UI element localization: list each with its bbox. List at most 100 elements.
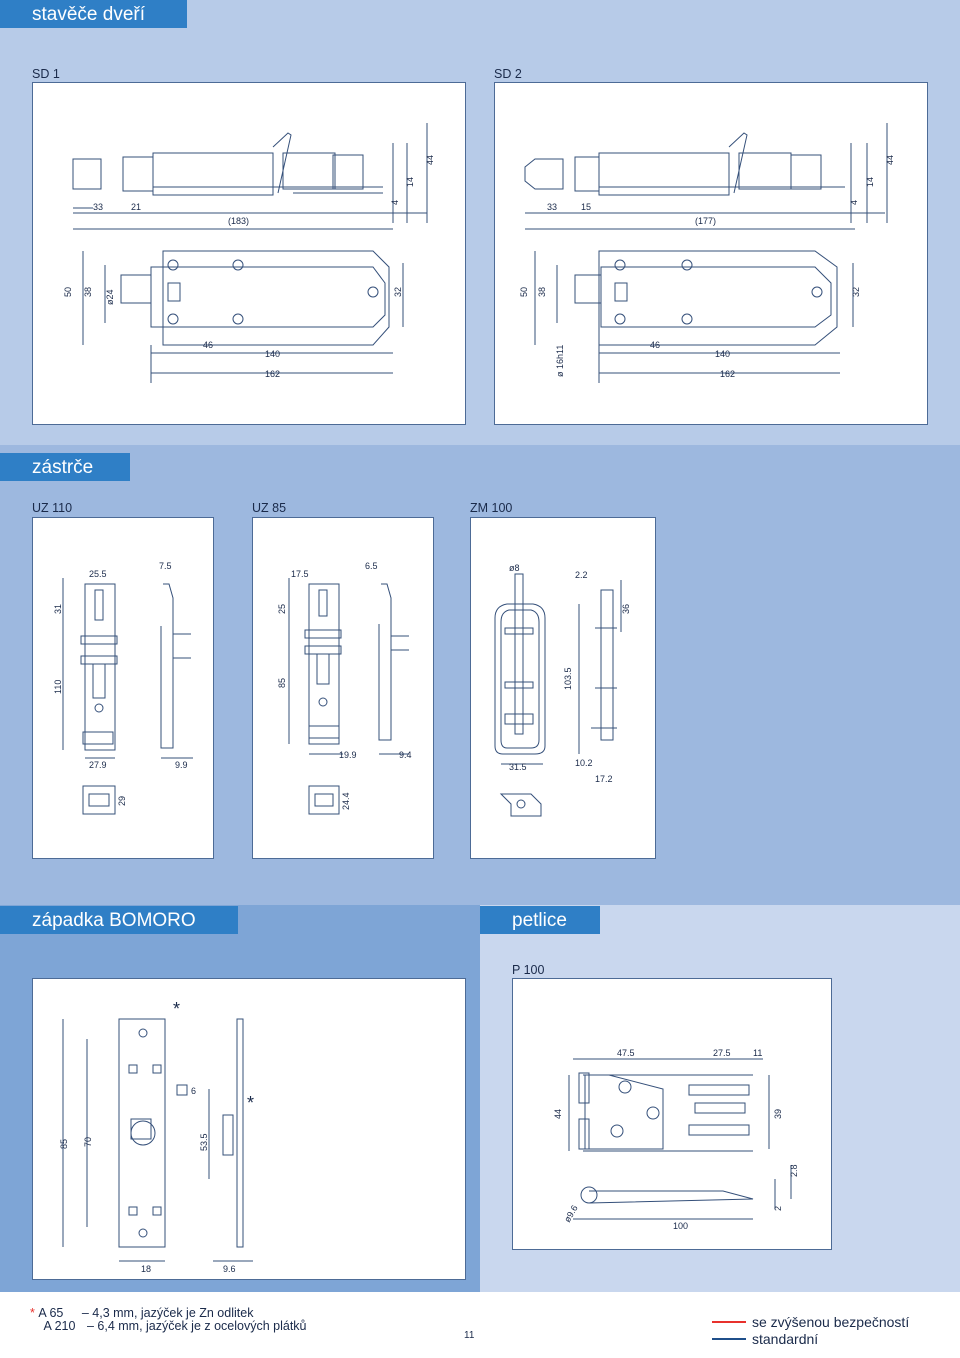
product-label-sd2: SD 2 (494, 67, 522, 81)
asterisk-icon-red: * (173, 999, 180, 1019)
dim-sd2-32: 32 (851, 287, 861, 297)
dim-sd1-183: (183) (228, 216, 249, 226)
dim-p100-47.5: 47.5 (617, 1048, 635, 1058)
legend-red-line (712, 1321, 746, 1323)
drawing-panel-zm100: ø8 2.2 36 103.5 31.5 10.2 17.2 (470, 517, 656, 859)
dim-uz85-25: 25 (277, 604, 287, 614)
dim-sd2-162: 162 (720, 369, 735, 379)
dim-sd1-162: 162 (265, 369, 280, 379)
asterisk-icon-red: * (247, 1093, 254, 1113)
product-label-p100: P 100 (512, 963, 545, 977)
page-number: 11 (464, 1330, 475, 1341)
section-header-petlice: petlice (480, 906, 600, 934)
dim-sd1-33: 33 (93, 202, 103, 212)
drawing-uz85: 17.5 6.5 25 85 19.9 9.4 24.4 (277, 561, 412, 815)
drawing-panel-sd2: 33 15 (177) 4 14 44 50 38 32 ø 16h11 46 … (494, 82, 928, 425)
dim-sd2-38: 38 (537, 287, 547, 297)
dim-sd1-32: 32 (393, 287, 403, 297)
footnote-line-1: * A 65 – 4,3 mm, jazýček je Zn odlitek (30, 1306, 253, 1320)
product-label-sd1: SD 1 (32, 67, 60, 81)
dim-sd2-16: ø 16h11 (555, 345, 565, 377)
dim-p100-100: 100 (673, 1221, 688, 1231)
dim-zm100-10.2: 10.2 (575, 758, 593, 768)
dim-bomoro-6: 6 (191, 1086, 196, 1096)
asterisk-icon-red: * (30, 1306, 35, 1320)
section-header-stavece: stavěče dveří (0, 0, 187, 28)
dim-sd2-177: (177) (695, 216, 716, 226)
dim-bomoro-53.5: 53.5 (199, 1133, 209, 1151)
legend-blue-label: standardní (752, 1331, 819, 1347)
dim-p100-2.8: 2.8 (789, 1164, 799, 1177)
dim-sd2-46: 46 (650, 340, 660, 350)
dim-p100-9.6: ø9.6 (562, 1203, 580, 1224)
dim-uz110-7.5: 7.5 (159, 561, 172, 571)
dim-sd2-50: 50 (519, 287, 529, 297)
dim-sd2-4: 4 (849, 200, 859, 205)
dim-uz85-9.4: 9.4 (399, 750, 412, 760)
dim-uz85-17.5: 17.5 (291, 569, 309, 579)
dim-zm100-31.5: 31.5 (509, 762, 527, 772)
footnote-line-2: A 210 – 6,4 mm, jazýček je z ocelových p… (30, 1319, 307, 1333)
dim-uz110-31: 31 (53, 604, 63, 614)
dim-zm100-2.2: 2.2 (575, 570, 588, 580)
dim-p100-39: 39 (773, 1109, 783, 1119)
dim-sd2-14: 14 (865, 177, 875, 187)
footer-background (0, 1292, 960, 1358)
drawing-panel-sd1: 33 21 (183) 4 14 44 50 38 ø24 32 46 140 … (32, 82, 466, 425)
dim-uz85-6.5: 6.5 (365, 561, 378, 571)
dim-sd1-38: 38 (83, 287, 93, 297)
dim-sd2-33: 33 (547, 202, 557, 212)
dim-sd1-140: 140 (265, 349, 280, 359)
footnote-code-2: A 210 (43, 1319, 76, 1333)
dim-sd1-24: ø24 (105, 289, 115, 305)
footnote-text-2: – 6,4 mm, jazýček je z ocelových plátků (86, 1319, 307, 1333)
dim-bomoro-9.6: 9.6 (223, 1264, 236, 1274)
dim-uz85-24.4: 24.4 (341, 792, 351, 810)
dim-sd2-15: 15 (581, 202, 591, 212)
dim-zm100-8: ø8 (509, 563, 520, 573)
dim-zm100-17.2: 17.2 (595, 774, 613, 784)
dim-bomoro-18: 18 (141, 1264, 151, 1274)
product-label-uz85: UZ 85 (252, 501, 287, 515)
dim-zm100-103.5: 103.5 (563, 667, 573, 690)
section-header-zastrce: zástrče (0, 453, 130, 481)
dim-uz110-9.9: 9.9 (175, 760, 188, 770)
dim-sd1-4: 4 (390, 200, 400, 205)
dim-uz110-110: 110 (53, 680, 63, 694)
dim-sd2-140: 140 (715, 349, 730, 359)
drawing-zm100: ø8 2.2 36 103.5 31.5 10.2 17.2 (494, 563, 631, 817)
footnote-text-1: – 4,3 mm, jazýček je Zn odlitek (81, 1306, 254, 1320)
dim-sd1-14: 14 (405, 177, 415, 187)
drawing-p100: 47.5 27.5 11 44 39 2.8 2 ø9.6 100 (553, 1048, 799, 1231)
drawing-panel-uz110: 25.5 7.5 31 110 27.9 9.9 29 (32, 517, 214, 859)
dim-p100-11: 11 (753, 1048, 762, 1058)
dim-zm100-36: 36 (621, 604, 631, 614)
dim-sd1-46: 46 (203, 340, 213, 350)
product-label-uz110: UZ 110 (32, 501, 73, 515)
dim-sd2-44: 44 (885, 155, 895, 165)
drawing-bomoro: * * 85 70 6 53.5 18 9.6 (59, 999, 254, 1274)
dim-uz110-25.5: 25.5 (89, 569, 107, 579)
dim-uz85-19.9: 19.9 (339, 750, 357, 760)
dim-sd1-50: 50 (63, 287, 73, 297)
drawing-sd2: 33 15 (177) 4 14 44 50 38 32 ø 16h11 46 … (519, 123, 895, 383)
dim-bomoro-85: 85 (59, 1139, 69, 1149)
drawing-panel-p100: 47.5 27.5 11 44 39 2.8 2 ø9.6 100 (512, 978, 832, 1250)
drawing-uz110: 25.5 7.5 31 110 27.9 9.9 29 (53, 561, 193, 815)
legend-red-label: se zvýšenou bezpečností (752, 1314, 910, 1330)
legend-blue-line (712, 1338, 746, 1340)
footnote-code-1: A 65 (38, 1306, 64, 1320)
dim-bomoro-70: 70 (83, 1137, 93, 1147)
drawing-panel-bomoro: * * 85 70 6 53.5 18 9.6 (32, 978, 466, 1280)
dim-uz85-85: 85 (277, 678, 287, 688)
drawing-sd1: 33 21 (183) 4 14 44 50 38 ø24 32 46 140 … (63, 123, 435, 383)
dim-uz110-29: 29 (117, 796, 127, 806)
dim-p100-27.5: 27.5 (713, 1048, 731, 1058)
product-label-zm100: ZM 100 (470, 501, 513, 515)
drawing-panel-uz85: 17.5 6.5 25 85 19.9 9.4 24.4 (252, 517, 434, 859)
dim-sd1-21: 21 (131, 202, 141, 212)
section-header-zapadka: západka BOMORO (0, 906, 238, 934)
dim-uz110-27.9: 27.9 (89, 760, 107, 770)
dim-p100-2: 2 (773, 1206, 783, 1211)
dim-sd1-44: 44 (425, 155, 435, 165)
